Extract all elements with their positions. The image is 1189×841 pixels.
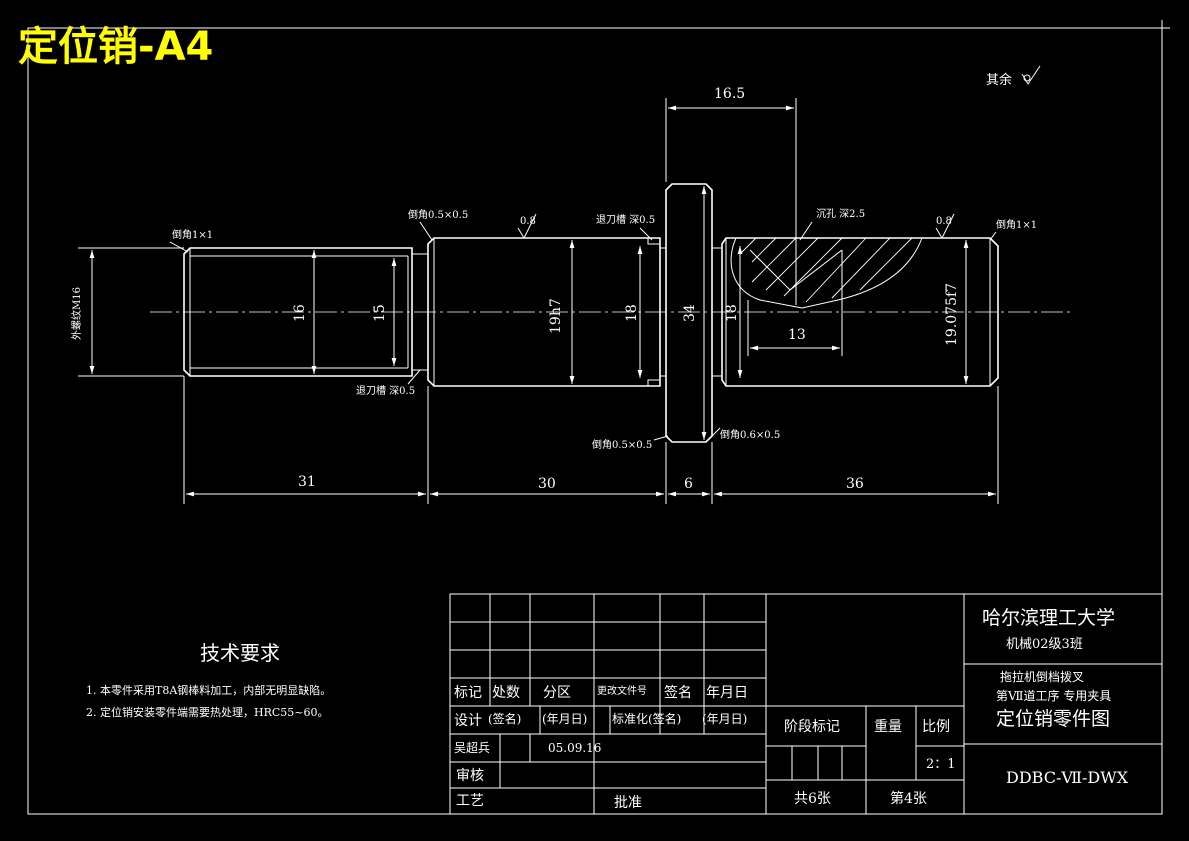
tb-h-mark: 标记 — [454, 685, 482, 701]
dim-19h7: 19h7 — [548, 298, 564, 334]
tech-heading: 技术要求 — [200, 641, 280, 665]
sink-hole-note: 沉孔 深2.5 — [816, 207, 865, 220]
dim-16-5: 16.5 — [714, 86, 745, 102]
roughness-symbol — [1021, 65, 1041, 85]
tb-review: 审核 — [456, 768, 484, 784]
dim-30: 30 — [538, 476, 556, 492]
sink-hole-leader — [799, 221, 813, 241]
roughness-value-left: 0.8 — [520, 216, 536, 227]
relief-bottom-leader — [407, 369, 421, 385]
chamfer-left-note: 倒角1×1 — [172, 229, 213, 241]
dim-6: 6 — [684, 476, 693, 492]
chamfer-right-note: 倒角1×1 — [996, 219, 1037, 231]
dim-34: 34 — [682, 304, 698, 322]
dim-19-075f7: 19.075f7 — [944, 283, 960, 346]
dim-36: 36 — [846, 476, 864, 492]
tb-approve: 批准 — [614, 795, 642, 811]
tb-sheet-no: 第4张 — [890, 790, 927, 807]
tb-project-1: 拖拉机倒档拨叉 — [1000, 669, 1084, 684]
roughness-value-right: 0.8 — [936, 216, 952, 227]
tb-h-sign: 签名 — [664, 684, 692, 701]
tb-h-date: 年月日 — [706, 685, 748, 701]
dim-31: 31 — [298, 474, 316, 490]
dim-18-right: 18 — [724, 304, 740, 322]
tb-sheets-total: 共6张 — [794, 791, 831, 807]
right-section — [712, 237, 999, 387]
tb-scale: 2：1 — [926, 757, 956, 772]
corner-mark — [1161, 20, 1170, 29]
roughness-mark-left — [517, 213, 537, 240]
roughness-mark-right — [935, 213, 955, 240]
tb-h-zone: 分区 — [543, 685, 571, 701]
relief-top-note: 退刀槽 深0.5 — [596, 213, 655, 226]
roughness-circle — [1023, 74, 1031, 82]
dim-13-lines — [747, 250, 843, 356]
thread-note: 外螺纹M16 — [70, 287, 83, 340]
tb-sign-paren2: (签名) — [648, 711, 681, 726]
tb-scale-label: 比例 — [922, 719, 950, 735]
thread-section — [183, 247, 429, 377]
tb-date-paren: (年月日) — [542, 712, 587, 726]
chamfer-05-top-leader — [419, 221, 433, 241]
tech-item-1: 1. 本零件采用T8A钢棒料加工，内部无明显缺陷。 — [86, 683, 331, 697]
relief-top-leader — [639, 227, 653, 241]
dim-15: 15 — [372, 304, 388, 322]
tb-drawing-name: 定位销零件图 — [996, 708, 1110, 730]
roughness-rest-label: 其余 — [986, 72, 1012, 88]
chamfer-06-note: 倒角0.6×0.5 — [720, 429, 780, 441]
chamfer-left-leader — [169, 241, 189, 253]
tb-school: 哈尔滨理工大学 — [982, 607, 1115, 629]
title-block-grid — [449, 593, 1163, 815]
chamfer-05-bottom-leader — [653, 435, 669, 441]
chamfer-05-bottom-note: 倒角0.5×0.5 — [592, 439, 652, 451]
sheet-title: 定位销-A4 — [18, 24, 213, 70]
tb-h-count: 处数 — [492, 685, 520, 701]
tech-item-2: 2. 定位销安装零件端需要热处理，HRC55~60。 — [86, 705, 329, 719]
tb-design-date: 05.09.16 — [548, 741, 601, 755]
diameter-dimension-lines — [78, 186, 969, 440]
tb-code: DDBC-Ⅶ-DWX — [1006, 768, 1129, 787]
chamfer-05-top-note: 倒角0.5×0.5 — [408, 209, 468, 221]
tb-sign-paren: (签名) — [488, 711, 521, 726]
main-cylinder — [427, 237, 661, 387]
dim-18-left: 18 — [624, 304, 640, 322]
tb-standard: 标准化 — [612, 712, 648, 726]
tb-class: 机械02级3班 — [1006, 637, 1083, 652]
tb-h-docno: 更改文件号 — [597, 684, 647, 697]
length-dimensions — [183, 376, 999, 504]
tb-project-2: 第Ⅶ道工序 专用夹具 — [996, 688, 1111, 703]
tb-weight: 重量 — [874, 719, 902, 735]
tb-process: 工艺 — [456, 793, 484, 809]
tb-design: 设计 — [454, 713, 482, 729]
dim-16: 16 — [292, 304, 308, 322]
tb-stage: 阶段标记 — [784, 719, 840, 735]
dim-13: 13 — [788, 327, 806, 343]
tb-date-paren2: (年月日) — [702, 712, 747, 726]
tb-designer-name: 吴超兵 — [454, 740, 490, 755]
dim-16-5-lines — [665, 98, 797, 238]
relief-bottom-note: 退刀槽 深0.5 — [356, 384, 415, 397]
chamfer-right-leader — [989, 231, 997, 241]
chamfer-06-leader — [711, 427, 721, 437]
